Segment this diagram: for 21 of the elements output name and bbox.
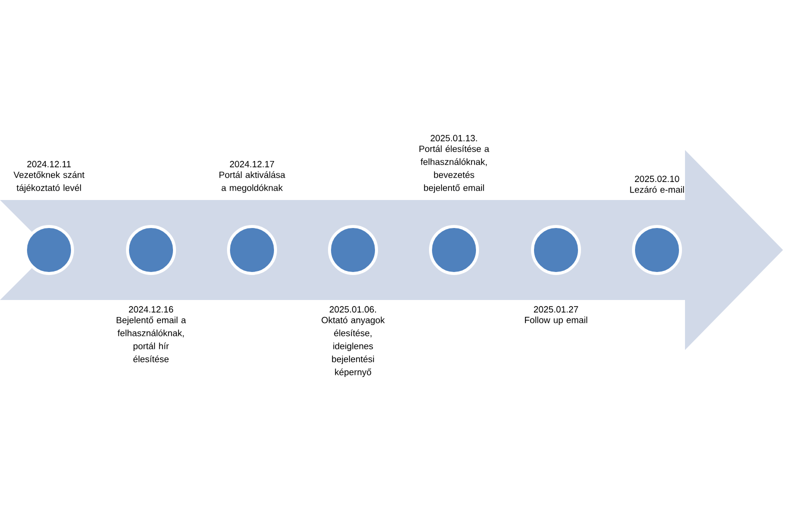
date-label: 2025.01.27 [534, 306, 578, 313]
timeline-dot [429, 225, 479, 275]
timeline-dot [24, 225, 74, 275]
date-label: 2024.12.16 [128, 306, 174, 313]
timeline-dot [126, 225, 176, 275]
date-label: 2025.01.13. [430, 134, 477, 142]
milestone-text: Bejelentő email a felhasználóknak, portál hír élesítése [116, 316, 186, 362]
date-label: 2025.01.06. [330, 306, 376, 313]
milestone-text: Follow up email [524, 316, 588, 325]
date-label: 2024.12.17 [230, 160, 274, 168]
milestone-text: Vezetőknek szánt tájékoztató levél [14, 171, 84, 193]
timeline-dot [531, 225, 581, 275]
milestone-text: Oktató anyagok élesítése, ideiglenes bejelentési képernyő [322, 316, 385, 378]
milestone-text: Portál élesítése a felhasználóknak, bevezetés bejelentő email [419, 145, 490, 193]
timeline-dot [227, 225, 277, 275]
timeline-dot [632, 225, 682, 275]
date-label: 2025.02.10 [634, 176, 680, 182]
milestone-text: Lezáró e-mail [630, 186, 684, 193]
milestone-text: Portál aktiválása a megoldóknak [219, 171, 286, 193]
timeline-dot [328, 225, 378, 275]
date-label: 2024.12.11 [27, 160, 71, 168]
